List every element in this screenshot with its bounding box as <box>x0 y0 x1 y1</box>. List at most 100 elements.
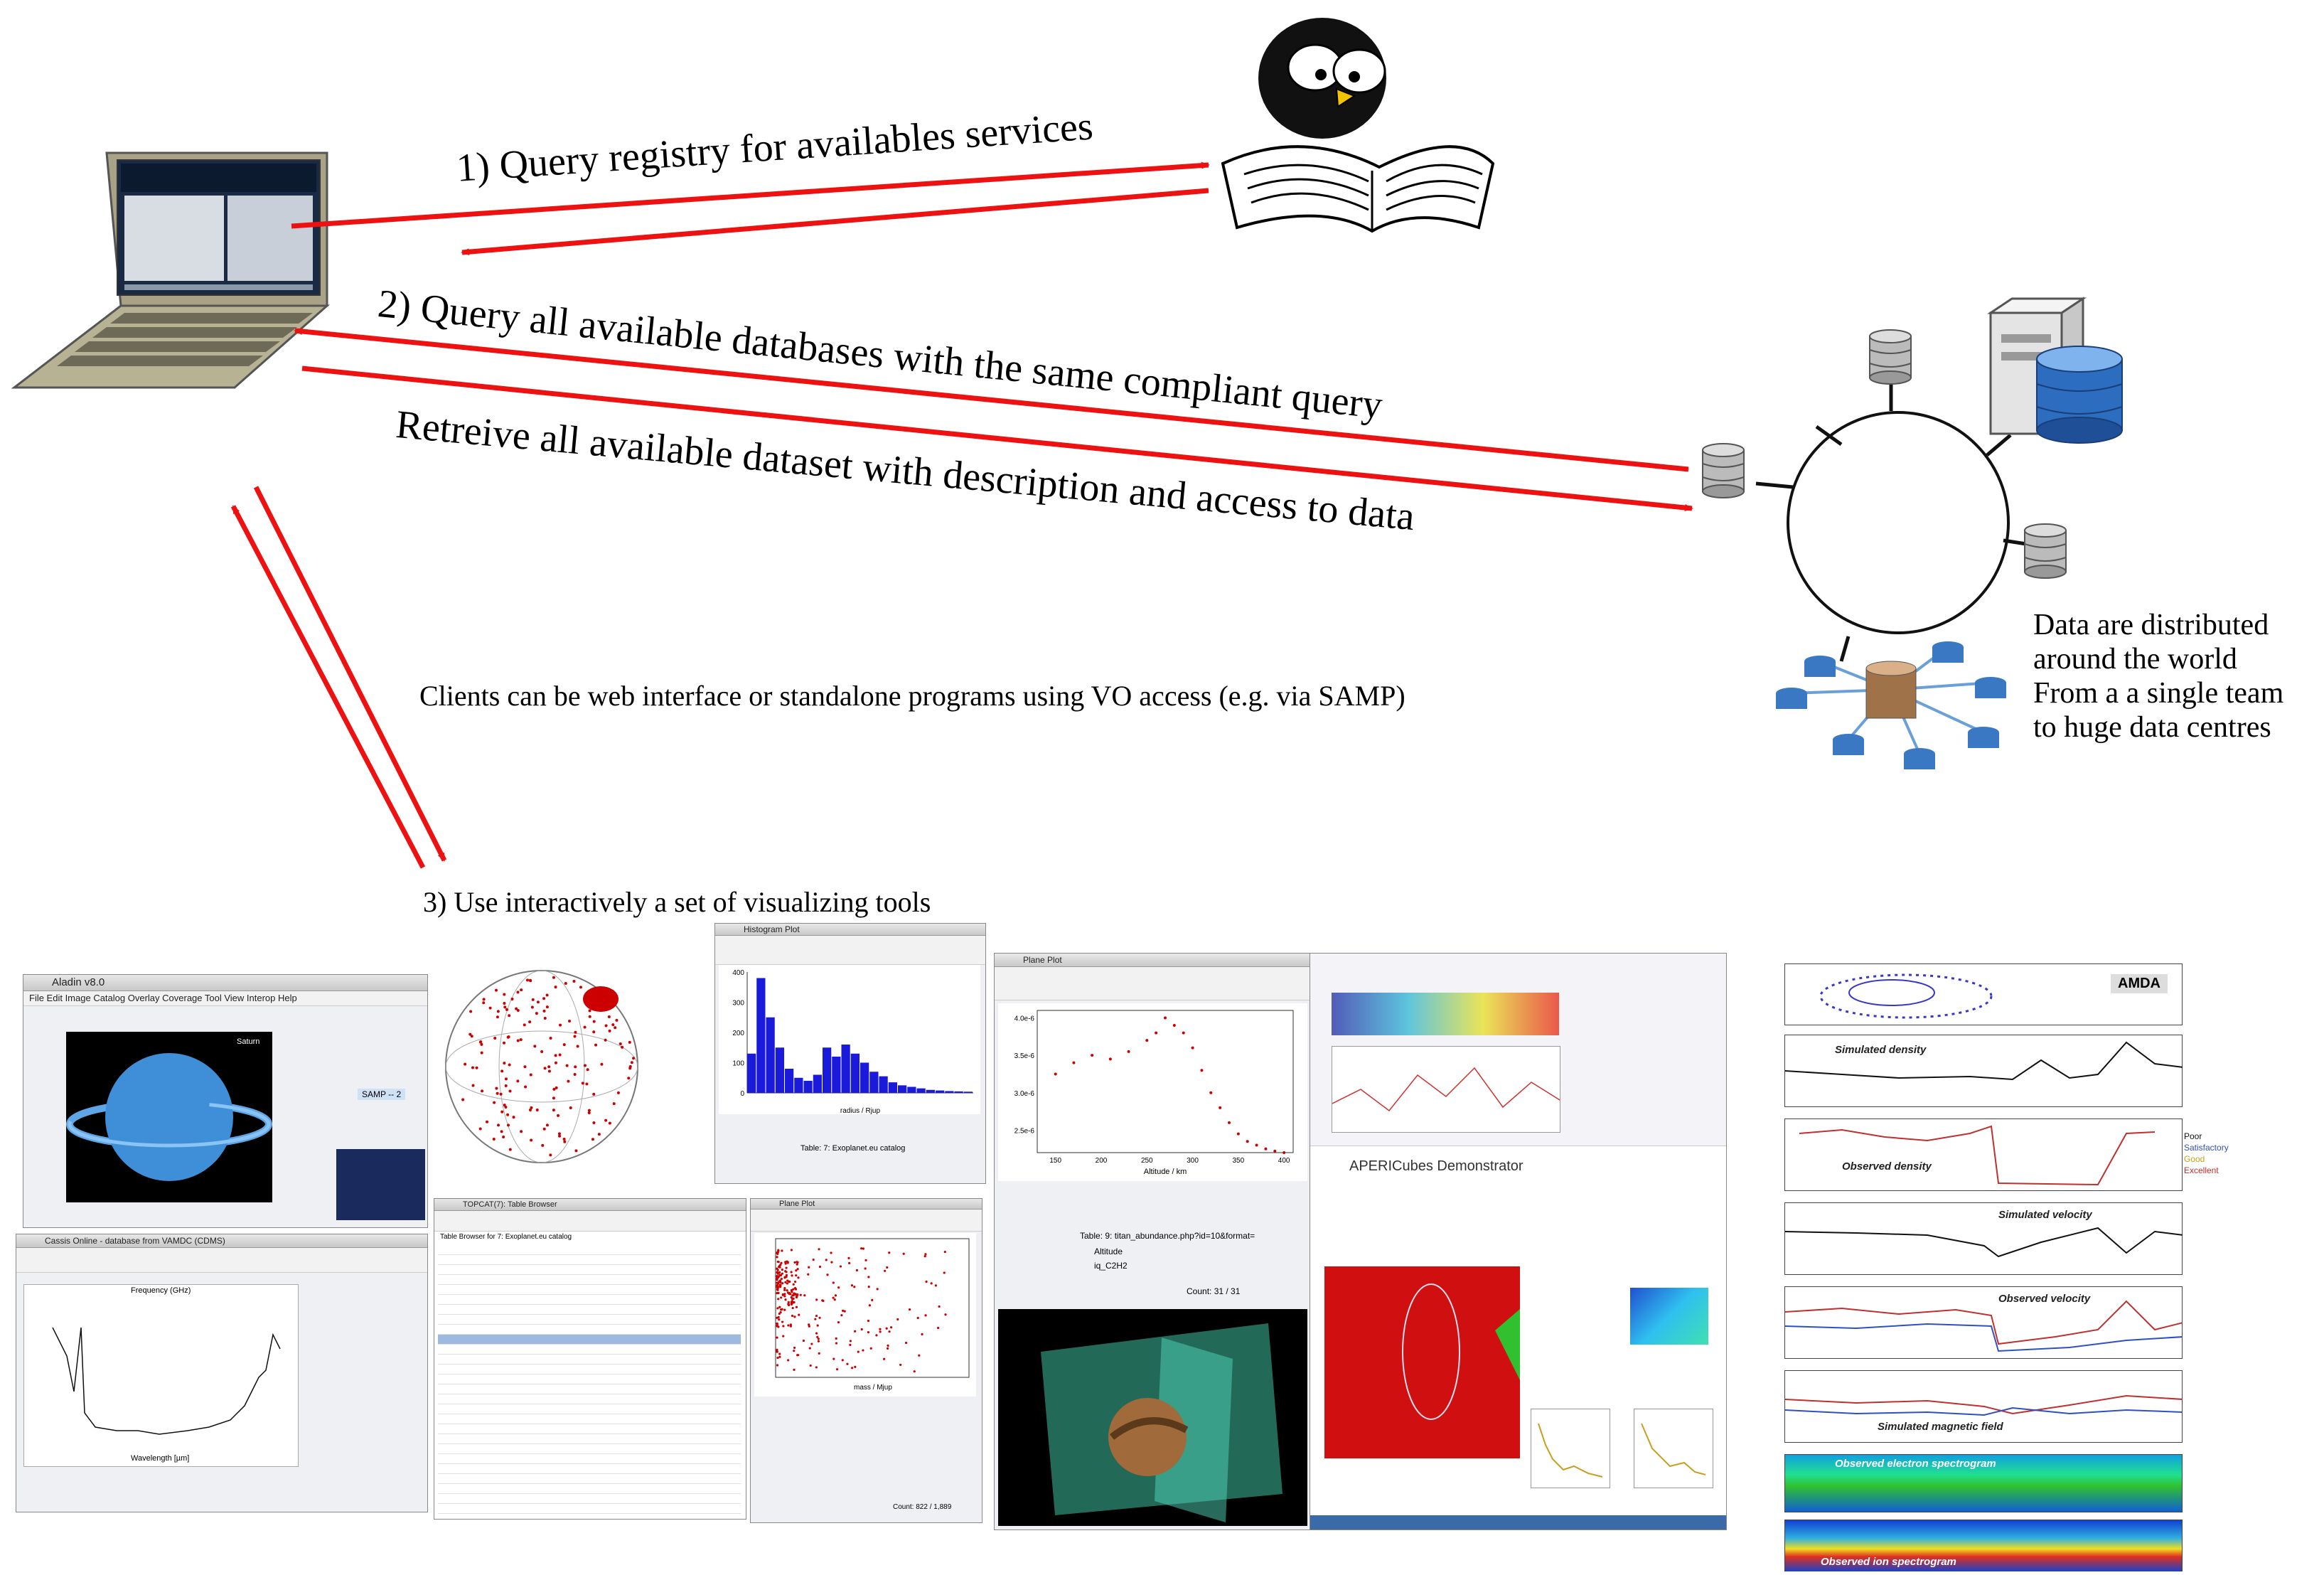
table-row[interactable] <box>438 1514 741 1519</box>
table-row[interactable] <box>438 1355 741 1365</box>
scatter-point <box>781 1293 784 1296</box>
table-row[interactable] <box>438 1424 741 1434</box>
sky-point <box>552 976 555 979</box>
scatter-point <box>884 1269 887 1272</box>
histogram-bar <box>945 1091 954 1093</box>
distributed-line-2: around the world <box>2033 643 2237 676</box>
table-row[interactable] <box>438 1374 741 1384</box>
scatter-point <box>934 1284 937 1287</box>
scatter-point <box>793 1346 796 1350</box>
table-row[interactable] <box>438 1384 741 1394</box>
scatter-point <box>777 1265 781 1269</box>
histogram-bar <box>832 1057 841 1093</box>
table-row[interactable] <box>438 1444 741 1454</box>
clients-label: Clients can be web interface or standalo… <box>419 680 1405 712</box>
sky-point <box>628 1040 631 1044</box>
scatter-point <box>886 1347 889 1350</box>
sky-point <box>600 1062 604 1066</box>
sky-point <box>525 978 529 982</box>
plane-plot-y-field: iq_C2H2 <box>1094 1261 1128 1271</box>
table-row[interactable] <box>438 1464 741 1474</box>
sky-point <box>579 986 582 989</box>
scatter-xlabel: mass / Mjup <box>854 1384 892 1392</box>
table-row[interactable] <box>438 1335 741 1345</box>
table-row[interactable] <box>438 1454 741 1464</box>
sky-point <box>528 1109 532 1112</box>
sky-point <box>503 1005 507 1009</box>
scatter-point <box>815 1298 818 1301</box>
scatter-point <box>808 1266 810 1269</box>
sky-point <box>500 1110 504 1114</box>
scatter-point <box>776 1282 780 1285</box>
scatter-point <box>792 1288 795 1291</box>
data-point <box>1264 1147 1268 1150</box>
y-tick-label: 3.5e-6 <box>1014 1052 1035 1060</box>
table-row[interactable] <box>438 1255 741 1265</box>
sky-point <box>592 1020 596 1023</box>
histogram-bar <box>785 1069 794 1093</box>
scatter-point <box>846 1362 849 1365</box>
aladin-target: Saturn <box>237 1037 260 1046</box>
table-row[interactable] <box>438 1315 741 1325</box>
table-row[interactable] <box>438 1365 741 1374</box>
sky-point <box>494 988 498 992</box>
sky-point <box>619 1042 622 1045</box>
table-row[interactable] <box>438 1275 741 1285</box>
table-row[interactable] <box>438 1494 741 1504</box>
apericubes-screenshot: APERICubes Demonstrator <box>1310 953 1727 1530</box>
aladin-sky-view <box>66 1032 272 1202</box>
scatter-point <box>802 1339 805 1342</box>
histogram-bar <box>907 1087 916 1093</box>
histogram-bar <box>954 1091 963 1093</box>
scatter-point <box>778 1280 782 1283</box>
table-row[interactable] <box>438 1404 741 1414</box>
amda-logo: AMDA <box>2111 974 2168 993</box>
sky-point <box>607 1015 611 1019</box>
table-row[interactable] <box>438 1504 741 1514</box>
scatter-point <box>888 1330 891 1333</box>
database-icon <box>1869 329 1912 385</box>
sky-point <box>461 1098 465 1101</box>
sky-point <box>486 1120 489 1123</box>
sky-point <box>554 1054 557 1057</box>
sky-point <box>499 1092 503 1096</box>
scatter-point <box>808 1323 810 1326</box>
scatter-point <box>854 1365 857 1368</box>
sky-point <box>520 1130 523 1133</box>
plot-frame <box>775 1238 970 1378</box>
table-row[interactable] <box>438 1484 741 1494</box>
scatter-point <box>798 1313 800 1316</box>
table-row[interactable] <box>438 1265 741 1275</box>
scatter-point <box>793 1315 796 1318</box>
table-row[interactable] <box>438 1345 741 1355</box>
plot-frame <box>1037 1010 1294 1153</box>
table-row[interactable] <box>438 1394 741 1404</box>
scatter-point <box>781 1268 783 1271</box>
database-icon <box>2024 523 2067 579</box>
table-row[interactable] <box>438 1295 741 1305</box>
arrow-retrieve-data <box>301 365 1693 511</box>
table-row[interactable] <box>438 1325 741 1335</box>
sky-point <box>508 1148 512 1151</box>
table-row[interactable] <box>438 1285 741 1295</box>
table-row[interactable] <box>438 1434 741 1444</box>
sky-point <box>468 1032 472 1036</box>
scatter-point <box>793 1280 797 1283</box>
table-row[interactable] <box>438 1305 741 1315</box>
scatter-point <box>886 1266 889 1269</box>
sky-point <box>504 1106 508 1109</box>
scatter-point <box>938 1305 941 1308</box>
amda-panel-7-title: Observed ion spectrogram <box>1821 1556 1956 1568</box>
sky-point <box>565 1064 569 1067</box>
table-row[interactable] <box>438 1474 741 1484</box>
data-point <box>1054 1072 1057 1076</box>
sky-point <box>559 1023 562 1027</box>
sky-point <box>469 1010 473 1013</box>
sky-point <box>557 1132 561 1136</box>
table-row[interactable] <box>438 1245 741 1255</box>
table-row[interactable] <box>438 1414 741 1424</box>
scatter-point <box>787 1324 790 1327</box>
sky-point <box>535 1012 538 1015</box>
sky-point <box>496 1010 500 1013</box>
